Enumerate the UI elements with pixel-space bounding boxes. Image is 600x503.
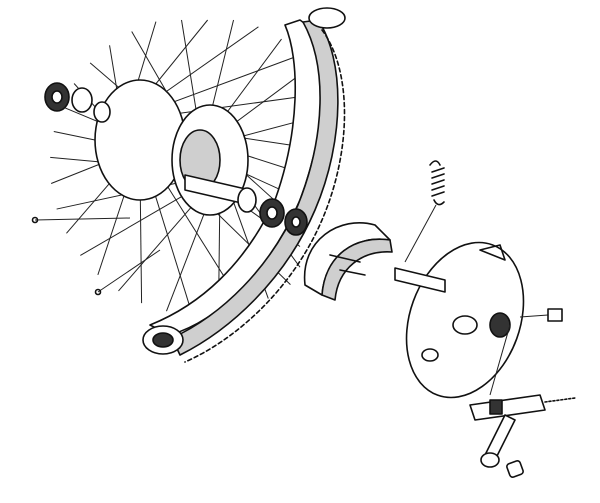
bolt [519, 308, 563, 322]
rim-and-tire [142, 7, 346, 363]
nut [489, 312, 511, 338]
left-bearings [44, 82, 111, 123]
tire-section-top [308, 7, 346, 29]
brake-plate [394, 241, 525, 399]
brake-shoe [303, 222, 393, 301]
right-bearings [237, 187, 308, 236]
hub [94, 79, 251, 216]
loose-spokes [31, 216, 161, 296]
spoke [80, 185, 201, 256]
brake-lever [469, 394, 576, 478]
spring [404, 160, 445, 263]
cam-shaft [394, 267, 446, 293]
